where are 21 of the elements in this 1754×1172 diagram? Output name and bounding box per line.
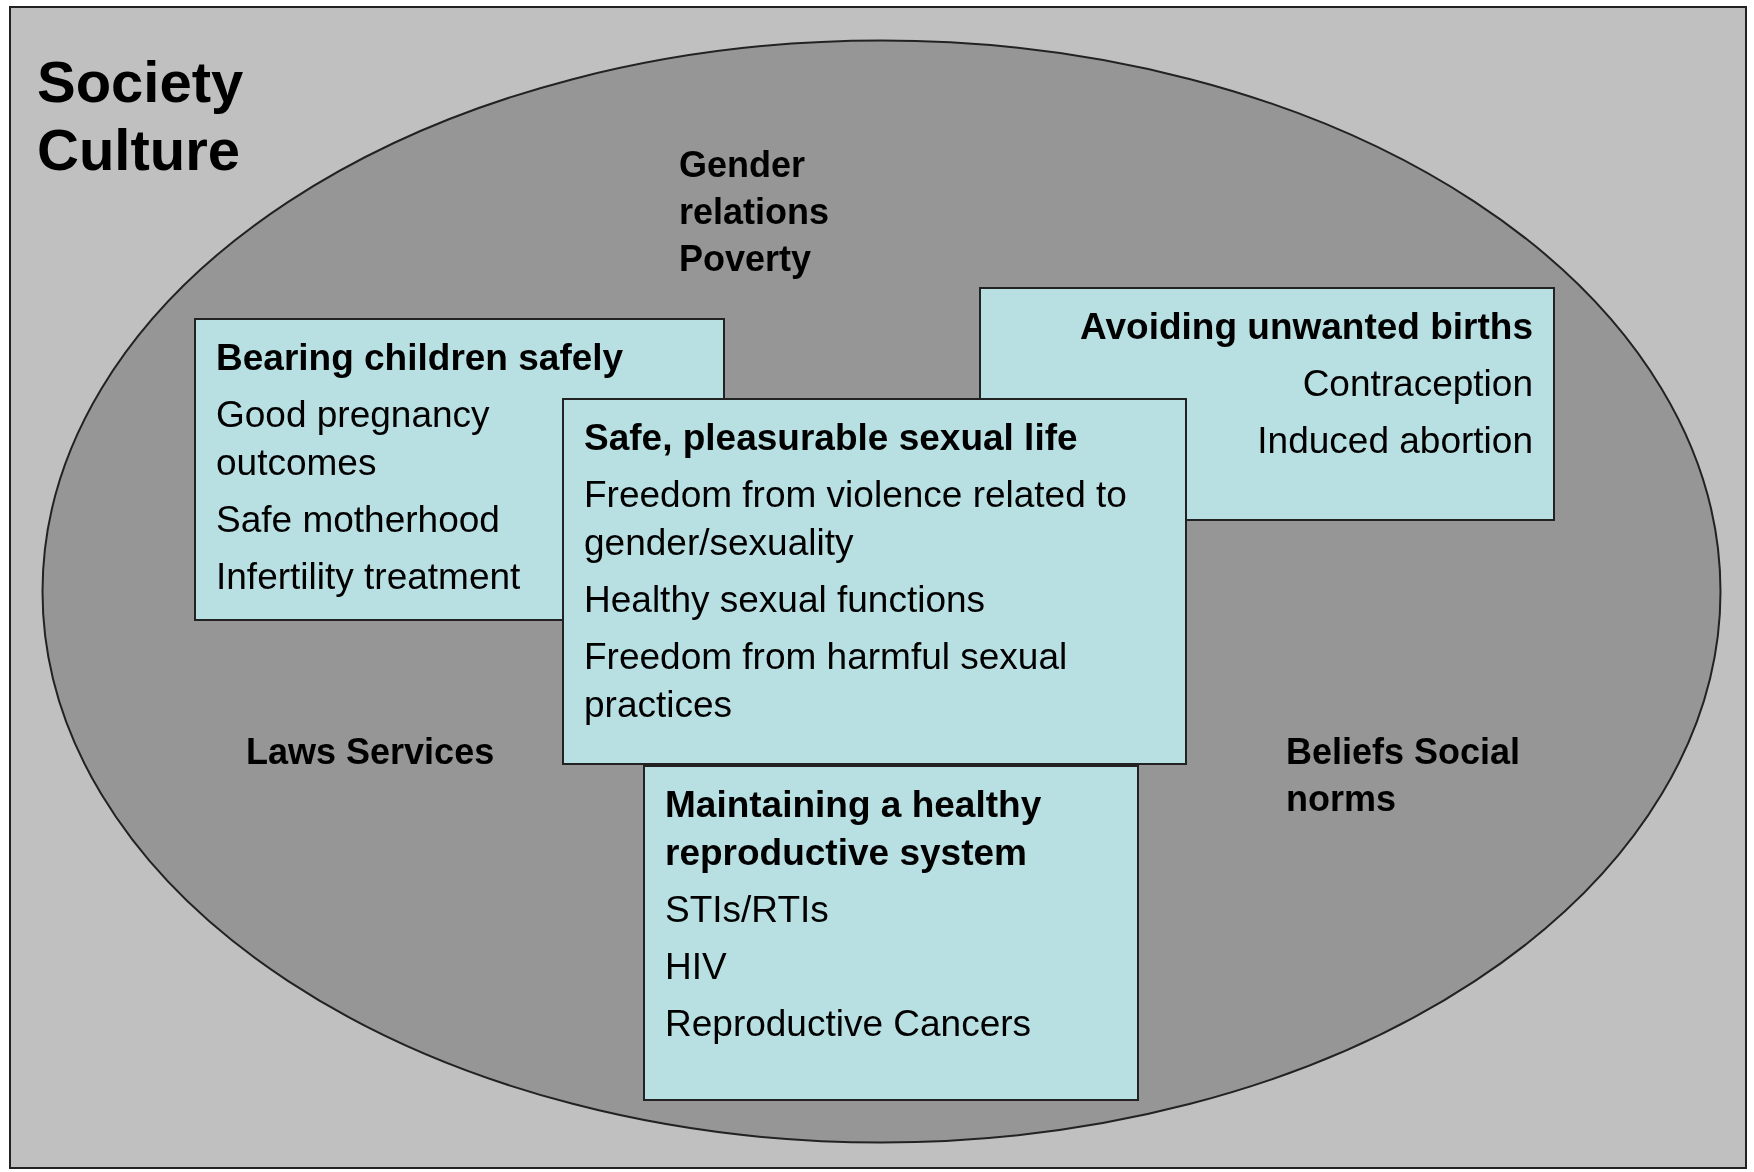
list-item: Safe motherhood <box>216 498 500 543</box>
heading: Society Culture <box>37 48 245 185</box>
box-heading: Maintaining a healthy reproductive system <box>665 783 1043 876</box>
box-heading: Safe, pleasurable sexual life <box>584 416 1078 460</box>
factor-label: Laws Services <box>246 730 496 774</box>
list-item: Healthy sexual functions <box>584 578 986 623</box>
factor-label: Gender relations Poverty <box>679 143 831 281</box>
box-heading: Avoiding unwanted births <box>1080 305 1533 349</box>
list-item: Freedom from violence related to gender/sexuality <box>584 473 1128 566</box>
list-item: HIV <box>665 945 727 990</box>
list-item: Contraception <box>1302 362 1533 407</box>
list-item: Reproductive Cancers <box>665 1002 1032 1047</box>
list-item: Infertility treatment <box>216 555 521 600</box>
topic-box <box>643 765 1139 1101</box>
list-item: Induced abortion <box>1257 419 1533 464</box>
list-item: STIs/RTIs <box>665 888 829 933</box>
list-item: Good pregnancy outcomes <box>216 393 491 486</box>
factor-label: Beliefs Social norms <box>1286 730 1522 821</box>
list-item: Freedom from harmful sexual practices <box>584 635 1069 728</box>
box-heading: Bearing children safely <box>216 336 624 380</box>
topic-box <box>562 398 1187 765</box>
